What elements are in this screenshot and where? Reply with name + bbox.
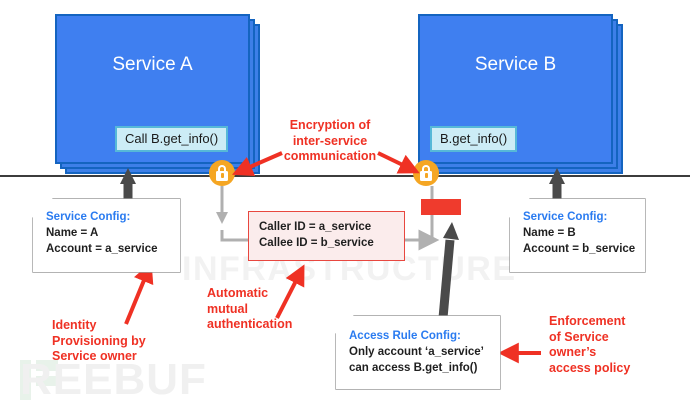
service-a-group: Service A Call B.get_info() — [55, 14, 260, 174]
service-config-b-line-1: Name = B — [523, 227, 576, 239]
identity-provisioning-line-1: Identity — [52, 318, 97, 332]
enforcement-annotation: Enforcement of Service owner’s access po… — [549, 314, 630, 376]
identity-provisioning-line-3: Service owner — [52, 349, 137, 363]
service-b-method-chip[interactable]: B.get_info() — [430, 126, 518, 152]
automatic-mutual-auth-line-3: authentication — [207, 317, 293, 331]
service-config-a-header: Service Config: — [46, 211, 131, 223]
lock-shackle-icon — [218, 165, 226, 173]
token-line-caller: Caller ID = a_service — [259, 221, 372, 233]
service-a-box[interactable]: Service A Call B.get_info() — [55, 14, 250, 164]
lock-shackle-icon — [422, 165, 430, 173]
automatic-mutual-auth-line-1: Automatic — [207, 286, 269, 300]
token-line-callee: Callee ID = b_service — [259, 237, 374, 249]
enforcement-line-4: access policy — [549, 360, 631, 375]
service-config-b[interactable]: Service Config: Name = B Account = b_ser… — [510, 199, 645, 272]
service-config-a[interactable]: Service Config: Name = A Account = a_ser… — [33, 199, 180, 272]
enforcement-line-3: owner’s — [549, 345, 597, 359]
lock-icon[interactable] — [413, 160, 439, 186]
brand-logo-mark — [20, 360, 62, 400]
automatic-mutual-auth-line-2: mutual — [207, 301, 248, 316]
service-b-box[interactable]: Service B B.get_info() — [418, 14, 613, 164]
encryption-annotation-line-1: Encryption of — [289, 118, 371, 132]
identity-provisioning-line-2: Provisioning by — [52, 333, 146, 348]
policy-enforcement-block — [421, 199, 461, 215]
encryption-annotation-line-3: communication — [283, 149, 377, 163]
identity-provisioning-annotation: Identity Provisioning by Service owner — [52, 318, 146, 365]
service-b-group: Service B B.get_info() — [418, 14, 623, 174]
encryption-annotation-line-2: inter-service — [292, 133, 368, 148]
service-b-title: Service B — [474, 54, 557, 75]
lock-keyhole-icon — [220, 173, 224, 178]
service-config-a-line-1: Name = A — [46, 227, 99, 239]
encryption-annotation: Encryption of inter-service communicatio… — [272, 118, 388, 165]
service-config-b-header: Service Config: — [523, 211, 608, 223]
automatic-mutual-auth-annotation: Automatic mutual authentication — [207, 286, 292, 333]
service-a-method-chip[interactable]: Call B.get_info() — [115, 126, 229, 152]
enforcement-line-2: of Service — [549, 329, 609, 344]
access-rule-config-header: Access Rule Config: — [349, 330, 461, 342]
infrastructure-line — [0, 175, 690, 177]
service-config-a-line-2: Account = a_service — [46, 243, 158, 255]
access-rule-config-line-1: Only account ‘a_service’ — [349, 346, 484, 358]
wire-left-lock-to-token — [216, 186, 248, 242]
service-config-b-line-2: Account = b_service — [523, 243, 636, 255]
enforcement-line-1: Enforcement — [549, 314, 626, 328]
lock-icon[interactable] — [209, 160, 235, 186]
brand-watermark: REEBUF — [20, 355, 207, 401]
service-a-title: Service A — [112, 54, 193, 75]
access-rule-config-line-2: can access B.get_info() — [349, 362, 478, 374]
access-rule-config[interactable]: Access Rule Config: Only account ‘a_serv… — [336, 316, 500, 389]
caller-callee-token-box[interactable]: Caller ID = a_service Callee ID = b_serv… — [248, 211, 405, 261]
lock-keyhole-icon — [424, 173, 428, 178]
arrow-identity-provisioning-to-config-a — [124, 261, 154, 325]
